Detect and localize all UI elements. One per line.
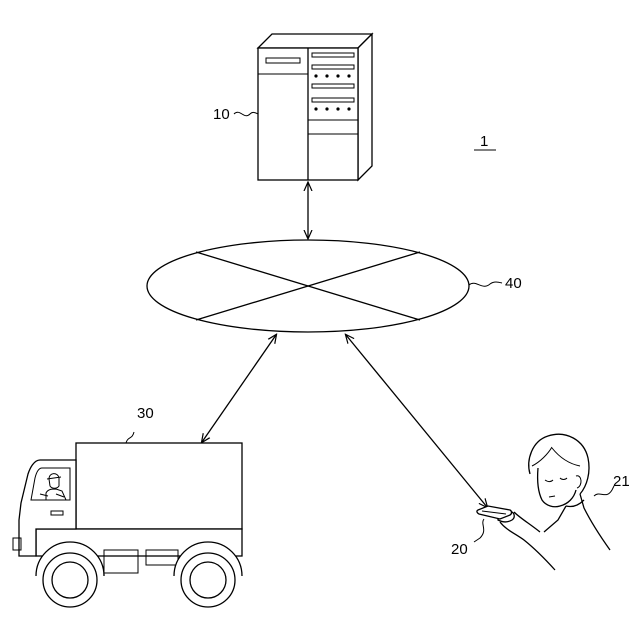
leader-line-network	[469, 282, 502, 286]
network-ellipse-icon	[147, 240, 469, 332]
label-network: 40	[505, 275, 522, 292]
label-system: 1	[480, 133, 488, 150]
label-terminal: 20	[451, 541, 468, 558]
label-vehicle: 30	[137, 405, 154, 422]
smartphone-icon	[477, 506, 512, 519]
person-icon	[498, 434, 610, 570]
link-network-terminal	[346, 335, 487, 507]
link-network-vehicle	[202, 335, 276, 442]
label-user: 21	[613, 473, 630, 490]
server-icon	[258, 34, 372, 180]
leader-line-server	[234, 112, 258, 115]
label-server: 10	[213, 106, 230, 123]
leader-line-user	[594, 486, 614, 496]
leader-line-terminal	[474, 519, 484, 542]
leader-line-vehicle	[126, 432, 134, 443]
truck-icon	[13, 443, 242, 607]
